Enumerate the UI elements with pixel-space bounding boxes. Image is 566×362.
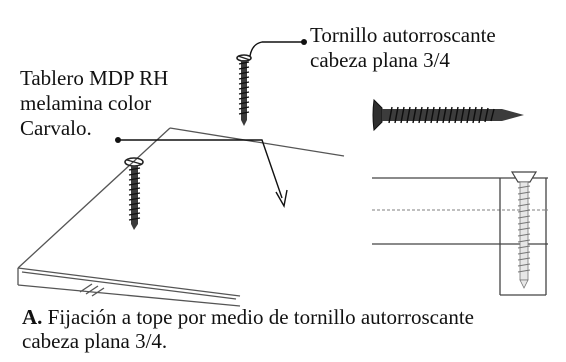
board-label-leader (115, 137, 288, 209)
screw-label-line-2: cabeza plana 3/4 (310, 48, 450, 72)
screw-horizontal (372, 98, 524, 132)
screw-label-leader (249, 39, 307, 57)
board-label-line-2: melamina color (20, 91, 152, 115)
board-label: Tablero MDP RH melamina color Carvalo. (20, 66, 168, 141)
figure-caption: A. Fijación a tope por medio de tornillo… (22, 305, 562, 353)
caption-line-2: cabeza plana 3/4. (22, 329, 168, 353)
board-label-line-1: Tablero MDP RH (20, 66, 169, 90)
board-panel (17, 127, 345, 307)
caption-text: Fijación a tope por medio de tornillo au… (42, 305, 474, 329)
caption-line-1: A. Fijación a tope por medio de tornillo… (22, 305, 562, 329)
screw-label: Tornillo autorroscante cabeza plana 3/4 (310, 23, 496, 73)
caption-prefix: A. (22, 305, 43, 329)
section-screw (510, 171, 538, 289)
screw-vertical-top (236, 54, 252, 126)
screw-in-board (124, 157, 144, 230)
board-label-line-3: Carvalo. (20, 116, 92, 140)
screw-label-line-1: Tornillo autorroscante (310, 23, 496, 47)
